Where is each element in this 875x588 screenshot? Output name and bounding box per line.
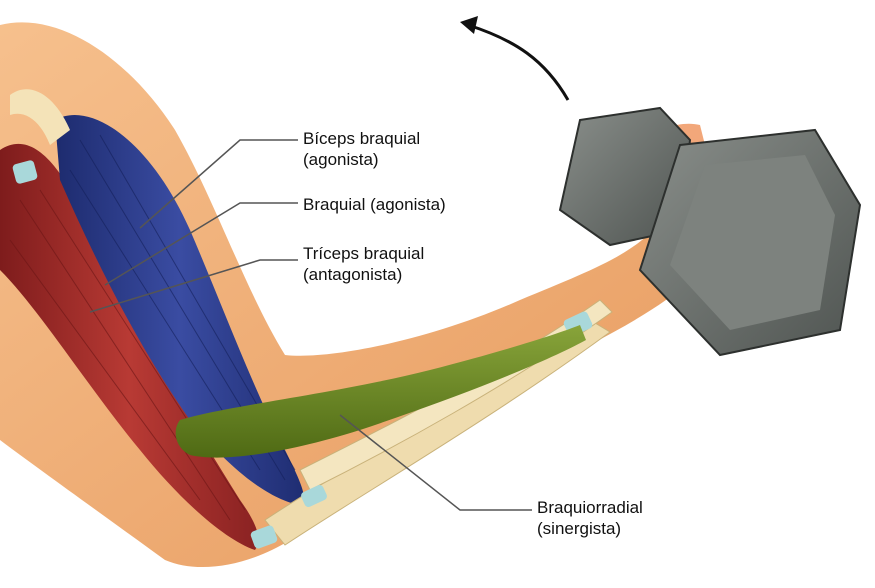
label-triceps: Tríceps braquial (antagonista) <box>303 243 424 285</box>
label-biceps-line1: Bíceps braquial <box>303 128 420 149</box>
curved-arrow-icon <box>460 16 568 100</box>
label-braquial: Braquial (agonista) <box>303 194 446 215</box>
label-braquiorradial: Braquiorradial (sinergista) <box>537 497 643 539</box>
label-biceps: Bíceps braquial (agonista) <box>303 128 420 170</box>
label-braquiorradial-line1: Braquiorradial <box>537 497 643 518</box>
label-biceps-line2: (agonista) <box>303 149 420 170</box>
label-braquiorradial-line2: (sinergista) <box>537 518 643 539</box>
label-triceps-line2: (antagonista) <box>303 264 424 285</box>
label-triceps-line1: Tríceps braquial <box>303 243 424 264</box>
label-braquial-line1: Braquial (agonista) <box>303 194 446 215</box>
